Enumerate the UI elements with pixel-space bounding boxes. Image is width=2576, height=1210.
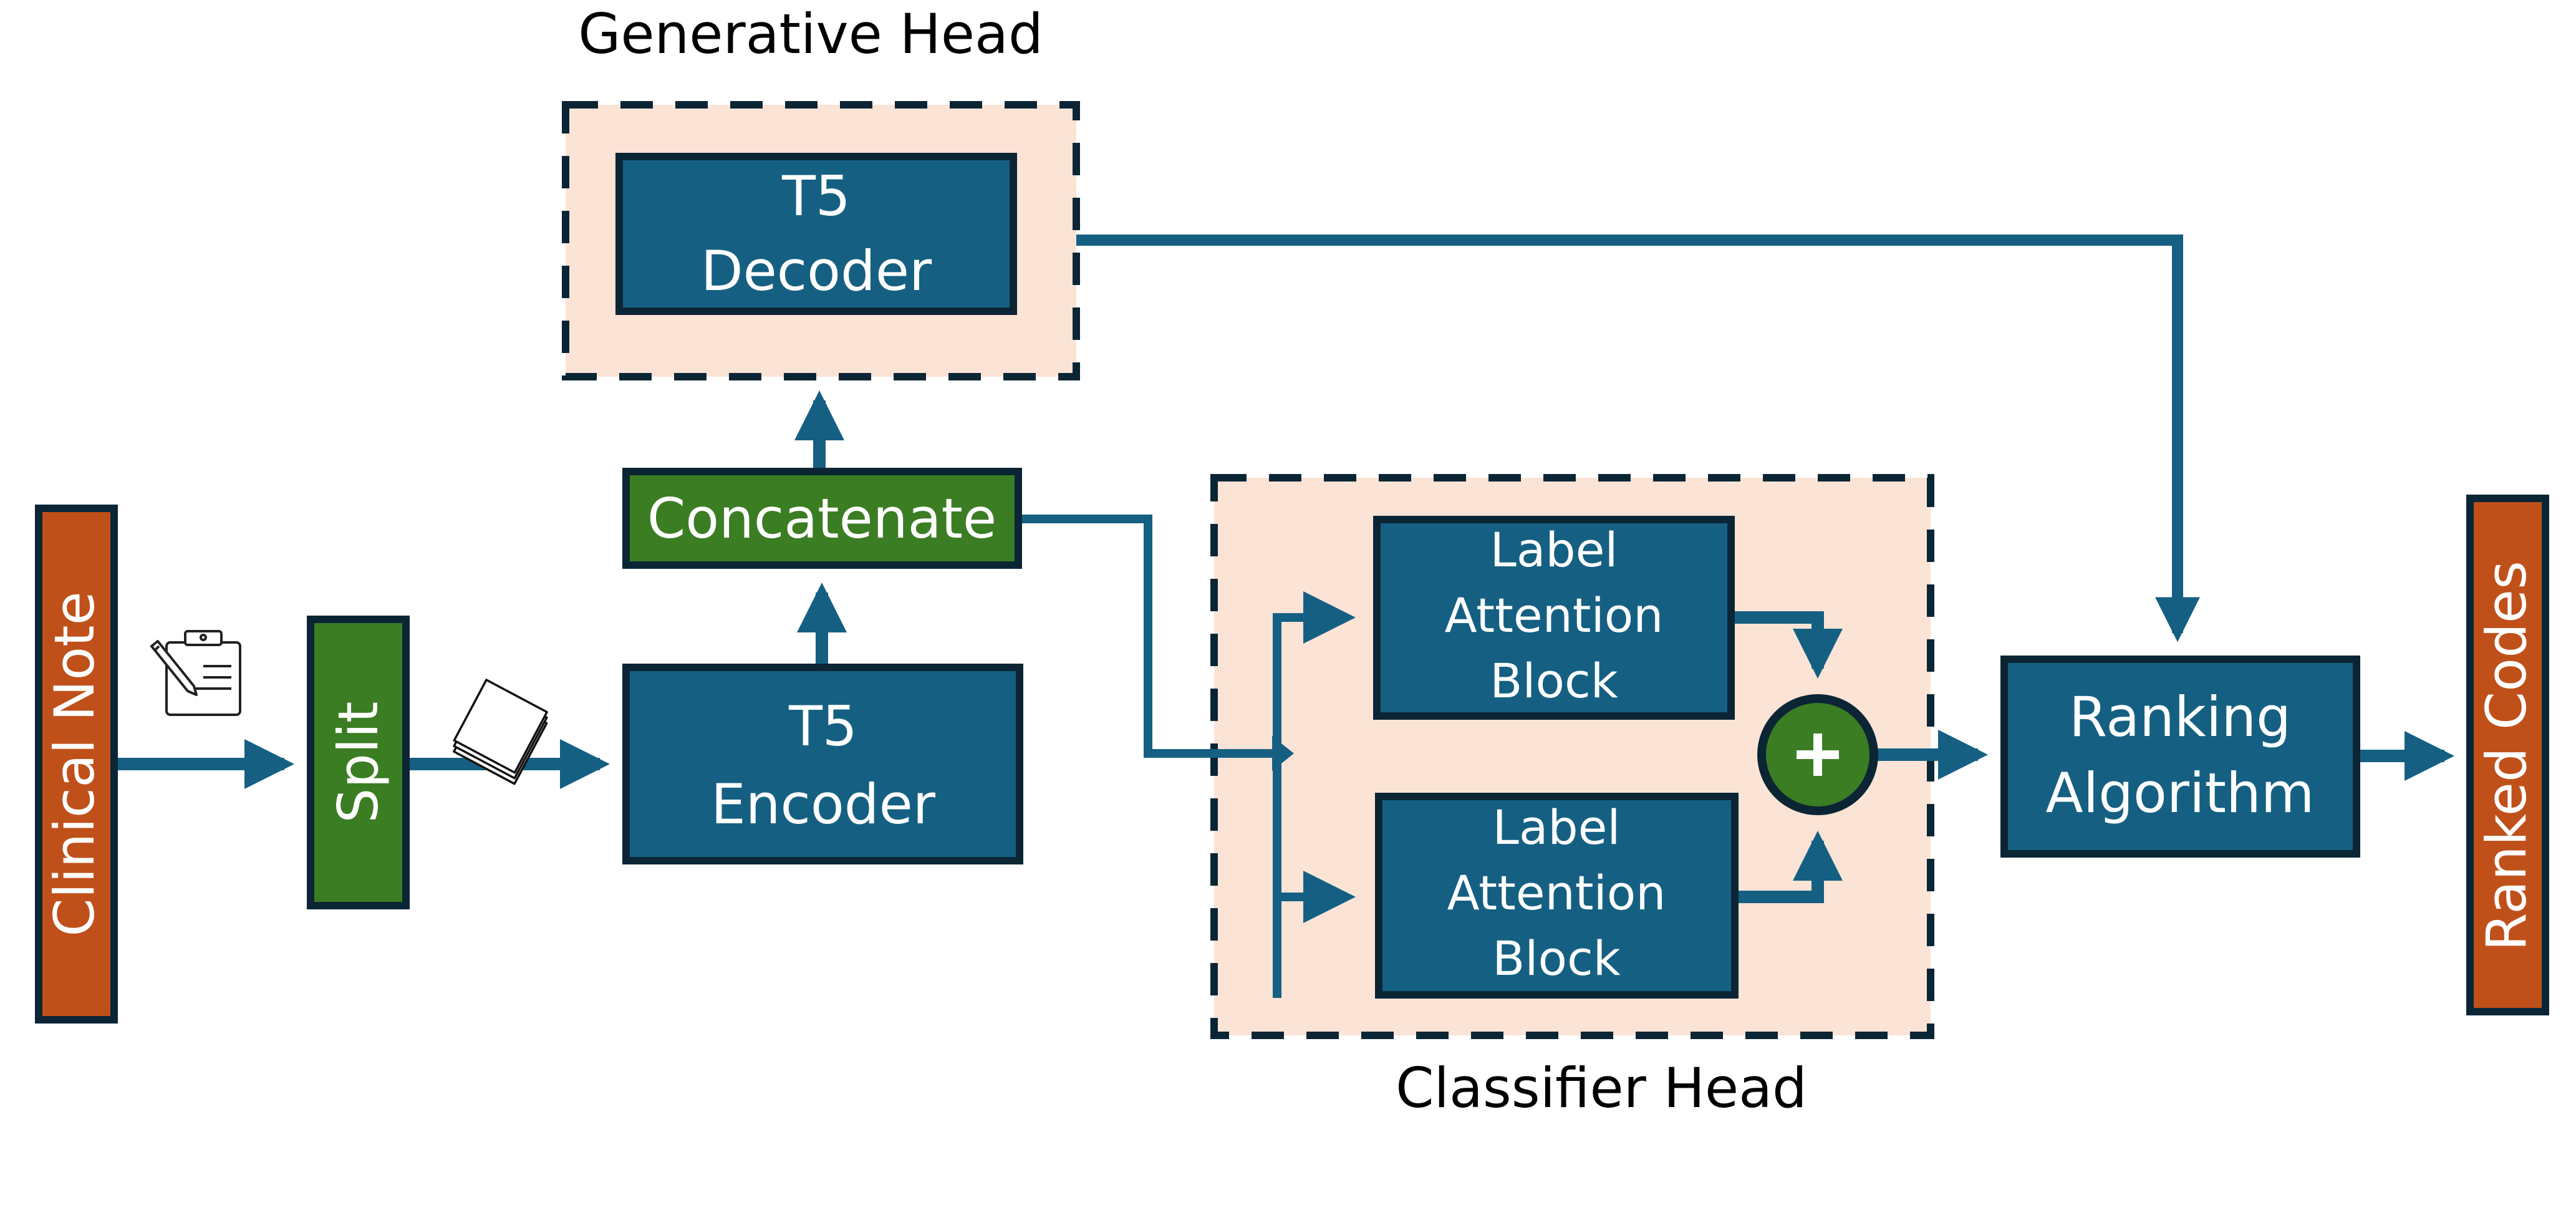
t5-encoder-line2: Encoder (711, 772, 936, 836)
lab-top-line3: Block (1490, 653, 1618, 709)
lab-top-line1: Label (1490, 522, 1618, 578)
edges (118, 235, 2454, 998)
classifier-head-label: Classifier Head (1396, 1056, 1807, 1120)
split-label: Split (326, 701, 390, 823)
ranking-line1: Ranking (2069, 685, 2291, 749)
concatenate-node: Concatenate (622, 468, 1022, 569)
lab-bottom-line3: Block (1492, 931, 1621, 986)
generative-head-label: Generative Head (578, 2, 1043, 66)
t5-encoder-node: T5 Encoder (622, 664, 1023, 864)
label-attention-block-top: Label Attention Block (1373, 516, 1735, 720)
lab-bottom-line1: Label (1492, 800, 1620, 855)
lab-top-line2: Attention (1445, 588, 1664, 643)
ranking-algorithm-node: Ranking Algorithm (2000, 656, 2360, 858)
edge-concatenate-classifier (1022, 515, 1272, 758)
edge-branch-bottom-lab (1273, 753, 1356, 923)
concatenate-label: Concatenate (647, 486, 996, 551)
label-attention-block-bottom: Label Attention Block (1375, 793, 1739, 999)
edge-toplab-sum (1735, 611, 1843, 679)
t5-decoder-node: T5 Decoder (615, 153, 1017, 315)
plus-icon (1797, 733, 1839, 776)
sum-node (1757, 694, 1878, 815)
edge-decoder-ranking (1076, 235, 2200, 642)
t5-decoder-line1: T5 (781, 164, 851, 228)
ranked-codes-node: Ranked Codes (2466, 495, 2549, 1015)
split-node: Split (307, 616, 410, 909)
ranked-codes-label: Ranked Codes (2474, 561, 2539, 951)
lab-bottom-line2: Attention (1447, 865, 1666, 921)
edge-bottomlab-sum (1739, 831, 1843, 903)
clinical-note-node: Clinical Note (35, 505, 118, 1024)
t5-encoder-line1: T5 (788, 694, 857, 758)
t5-decoder-line2: Decoder (701, 239, 932, 303)
clinical-note-label: Clinical Note (42, 591, 107, 937)
stack-of-papers-icon (453, 679, 548, 785)
clipboard-with-pencil-icon (150, 630, 241, 716)
ranking-line2: Algorithm (2046, 761, 2315, 825)
